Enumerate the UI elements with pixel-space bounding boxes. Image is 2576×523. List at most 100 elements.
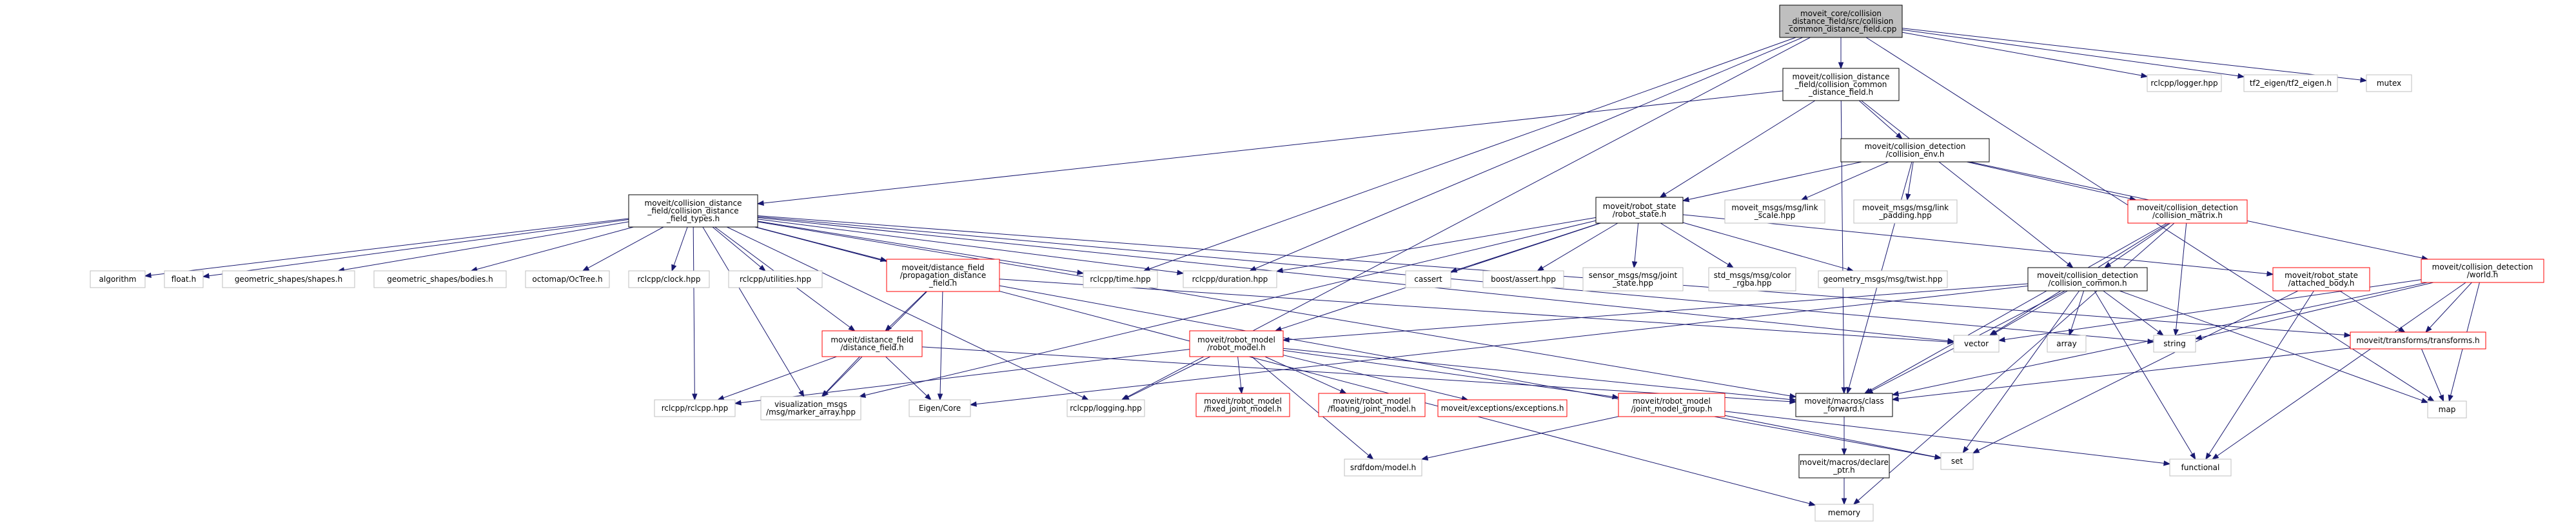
edge-arrowhead [716, 395, 725, 400]
edge-collision-env-to-link-padding [1905, 161, 1914, 201]
edge-arrowhead [1537, 265, 1544, 271]
node-label-line: memory [1828, 508, 1860, 517]
edge-arrowhead [756, 200, 764, 206]
edge-arrowhead [1081, 395, 1090, 400]
node-cdf-types[interactable]: moveit/collision_distance_field/collisio… [628, 194, 758, 228]
edge-root-to-rclcpp-time [1143, 37, 1796, 271]
node-label-line: moveit/robot_model [1633, 397, 1711, 406]
edge-line [1283, 355, 1462, 399]
node-rclcpp-utilities: rclcpp/utilities.hpp [728, 270, 823, 288]
edge-line [1978, 290, 2299, 451]
node-collision-common[interactable]: moveit/collision_detection/collision_com… [2027, 267, 2148, 291]
node-rclcpp-time: rclcpp/time.hpp [1083, 270, 1158, 288]
edge-propagation-df-to-vector [999, 279, 1955, 345]
edge-line [1664, 100, 1816, 195]
node-box [1940, 452, 1974, 470]
edge-line [1902, 28, 2361, 81]
node-box [373, 270, 507, 288]
edge-robot-model-h-to-class-forward [1283, 348, 1797, 402]
node-bodies-h: geometric_shapes/bodies.h [373, 270, 507, 288]
node-declare-ptr[interactable]: moveit/macros/declare_ptr.h [1798, 454, 1890, 479]
edge-arrowhead [1841, 448, 1847, 456]
node-collision-matrix[interactable]: moveit/collision_detection/collision_mat… [2127, 199, 2248, 224]
edge-line [740, 349, 1190, 403]
edge-arrowhead [758, 264, 766, 271]
node-attached-body[interactable]: moveit/robot_state/attached_body.h [2272, 267, 2370, 291]
node-functional: functional [2169, 459, 2232, 477]
node-distance-field-h[interactable]: moveit/distance_field/distance_field.h [821, 330, 923, 357]
node-box [1853, 199, 1958, 224]
node-cassert: cassert [1405, 270, 1451, 288]
node-rclcpp-hpp: rclcpp/rclcpp.hpp [654, 399, 736, 417]
node-box [1595, 197, 1684, 224]
edge-collision-common-to-array [2069, 290, 2085, 337]
node-root[interactable]: moveit_core/collision_distance_field/src… [1779, 5, 1903, 38]
edge-collision-common-to-eigen-core [969, 285, 2029, 407]
node-label-line: /collision_matrix.h [2152, 211, 2223, 220]
edge-line [673, 226, 688, 266]
edge-line [150, 218, 629, 276]
node-box [1318, 393, 1426, 417]
node-box [1582, 267, 1684, 291]
node-box [2027, 267, 2148, 291]
node-cdf-common-h[interactable]: moveit/collision_distance_field/collisio… [1782, 68, 1900, 101]
node-label-line: std_msgs/msg/color [1714, 271, 1791, 280]
node-label-line: moveit/robot_model [1204, 397, 1282, 406]
node-rclcpp-logger: rclcpp/logger.hpp [2147, 74, 2222, 92]
edge-arrowhead [2069, 328, 2074, 337]
node-label-line: moveit/collision_detection [1865, 142, 1966, 151]
node-propagation-df[interactable]: moveit/distance_field/propagation_distan… [886, 259, 1000, 292]
node-robot-state[interactable]: moveit/robot_state/robot_state.h [1595, 197, 1684, 224]
node-world-h[interactable]: moveit/collision_detection/world.h [2421, 259, 2544, 283]
edge-line [2119, 290, 2423, 401]
node-box [1189, 330, 1284, 357]
edge-line [723, 356, 837, 399]
node-robot-model-h[interactable]: moveit/robot_model/robot_model.h [1189, 330, 1284, 357]
node-box [628, 270, 710, 288]
edge-line [344, 221, 629, 270]
edge-arrowhead [1990, 330, 1998, 336]
edge-line [885, 356, 927, 397]
node-label-line: string [2163, 339, 2185, 348]
edge-cdf-types-to-marker-array [702, 226, 805, 398]
edge-line [1995, 290, 2068, 333]
edge-robot-state-to-boost-assert [1537, 222, 1618, 271]
node-transforms-h[interactable]: moveit/transforms/transforms.h [2350, 331, 2486, 350]
node-marker-array: visualization_msgs/msg/marker_array.hpp [760, 396, 861, 420]
node-label-line: _ptr.h [1833, 466, 1855, 475]
node-fixed-joint[interactable]: moveit/robot_model/fixed_joint_model.h [1195, 393, 1290, 417]
edge-root-to-mutex [1902, 28, 2368, 83]
edge-arrowhead [1838, 62, 1844, 70]
node-collision-env[interactable]: moveit/collision_detection/collision_env… [1840, 138, 1990, 163]
edge-attached-body-to-functional [2205, 290, 2314, 460]
edge-arrowhead [937, 393, 943, 401]
node-label-line: moveit/collision_detection [2432, 262, 2533, 271]
edge-arrowhead [1934, 454, 1942, 460]
node-box [909, 399, 971, 417]
node-label-line: moveit/macros/class [1804, 397, 1883, 406]
edge-collision-common-to-map [2119, 290, 2429, 403]
node-box [2147, 74, 2222, 92]
node-rclcpp-logging: rclcpp/logging.hpp [1067, 399, 1145, 417]
node-label-line: vector [1964, 339, 1989, 348]
edge-line [1283, 348, 1791, 400]
edge-world-h-to-string [2194, 282, 2434, 340]
node-label-line: octomap/OcTree.h [532, 275, 602, 284]
edge-arrowhead [1972, 448, 1980, 454]
node-joint-model-group[interactable]: moveit/robot_model/joint_model_group.h [1618, 393, 1726, 417]
edge-robot-state-to-rclcpp-duration [1275, 217, 1597, 273]
edge-collision-matrix-to-class-forward [1863, 222, 2167, 394]
node-box [2421, 259, 2544, 283]
edge-collision-env-to-robot-state [1682, 161, 1862, 202]
node-class-forward[interactable]: moveit/macros/class_forward.h [1795, 393, 1893, 417]
node-floating-joint[interactable]: moveit/robot_model/floating_joint_model.… [1318, 393, 1426, 417]
edge-line [1902, 32, 2142, 76]
edge-robot-state-to-twist [1682, 222, 1854, 272]
node-label-line: /fixed_joint_model.h [1204, 404, 1281, 413]
edge-line [702, 226, 801, 392]
edge-arrowhead [2190, 452, 2196, 460]
node-exceptions[interactable]: moveit/exceptions/exceptions.h [1437, 399, 1568, 417]
node-label-line: geometric_shapes/shapes.h [235, 275, 342, 284]
edge-arrowhead [1789, 393, 1797, 399]
edge-line [757, 221, 1078, 273]
